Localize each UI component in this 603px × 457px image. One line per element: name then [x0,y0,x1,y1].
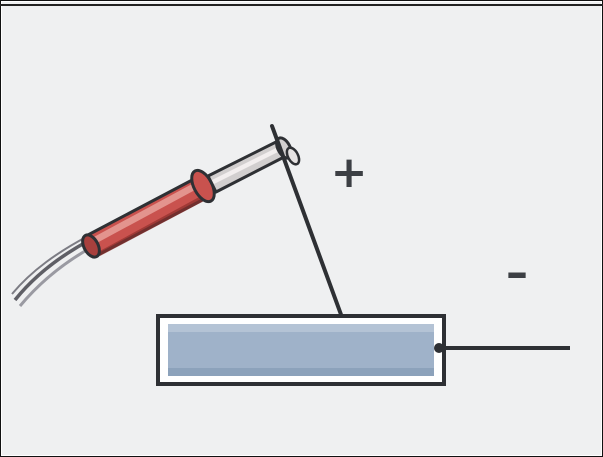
negative-sign: – [506,247,528,298]
electrode-holder [81,124,345,322]
positive-sign: + [331,147,368,198]
supply-cable [11,235,93,307]
holder-handle [81,168,216,259]
electrode-rod [270,124,345,322]
ground-cable [434,343,570,353]
metal-plate [156,314,446,386]
